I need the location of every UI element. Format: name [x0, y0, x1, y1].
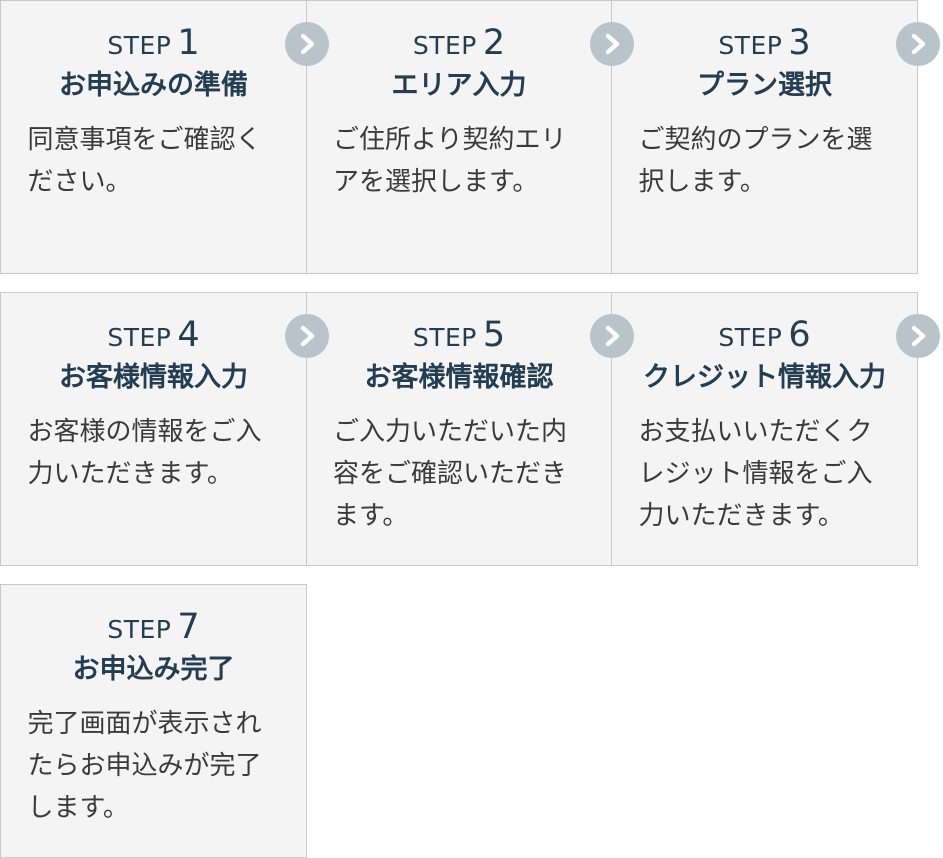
- step-description: 同意事項をご確認ください。: [27, 125, 262, 197]
- step-number: 7: [177, 607, 200, 647]
- step-description: お支払いいただくクレジット情報をご入力いただきます。: [638, 417, 873, 531]
- step-number: 5: [482, 315, 506, 355]
- step-title: クレジット情報入力: [643, 362, 886, 393]
- step-title: プラン選択: [697, 70, 832, 101]
- step-label: STEP: [107, 31, 172, 60]
- chevron-right-icon: [285, 314, 329, 358]
- step-description: ご住所より契約エリアを選択します。: [333, 125, 567, 197]
- chevron-right-icon: [590, 22, 634, 66]
- step-number: 3: [788, 23, 811, 63]
- step-title: お申込み完了: [72, 654, 235, 685]
- chevron-right-icon: [896, 314, 940, 358]
- step-number: 1: [177, 23, 200, 63]
- chevron-right-icon: [896, 22, 940, 66]
- step-title: お客様情報確認: [364, 362, 554, 393]
- step-description: 完了画面が表示されたらお申込みが完了します。: [27, 709, 262, 823]
- chevron-right-icon: [590, 314, 634, 358]
- step-label: STEP: [107, 615, 172, 644]
- step-description: ご契約のプランを選択します。: [638, 125, 873, 197]
- step-description: お客様の情報をご入力いただきます。: [27, 417, 262, 489]
- step-label: STEP: [718, 31, 783, 60]
- chevron-right-icon: [285, 22, 329, 66]
- step-title: お申込みの準備: [59, 70, 248, 101]
- step-label: STEP: [107, 323, 172, 352]
- step-label: STEP: [412, 31, 477, 60]
- step-number: 4: [177, 315, 200, 355]
- step-title: お客様情報入力: [59, 362, 248, 393]
- step-label: STEP: [718, 323, 783, 352]
- step-title: エリア入力: [391, 70, 527, 101]
- step-label: STEP: [412, 323, 477, 352]
- step-description: ご入力いただいた内容をご確認いただきます。: [333, 417, 568, 531]
- step-number: 6: [788, 315, 811, 355]
- step-number: 2: [482, 23, 506, 63]
